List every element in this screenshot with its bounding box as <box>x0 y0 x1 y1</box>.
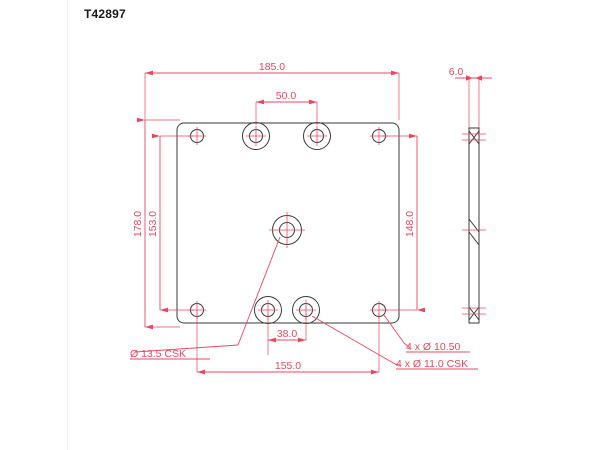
front-view-holes <box>190 122 386 324</box>
dim-label-overall-height: 178.0 <box>132 211 144 237</box>
dimarrow-thickness-right <box>475 75 482 81</box>
leader-lines <box>130 236 478 370</box>
leader-csk-holes <box>311 315 396 365</box>
leader-csk-holes-shelf <box>394 363 401 366</box>
centre-mark-csk-tl <box>246 126 266 146</box>
leader-center-hole-shelf <box>134 344 239 353</box>
dim-label-overall-width: 185.0 <box>259 61 285 73</box>
dim-label-hole-height-left: 153.0 <box>147 211 159 237</box>
dimension-lines <box>137 70 492 375</box>
side-view-centre-marks <box>462 133 486 315</box>
note-center-hole: Ø 13.5 CSK <box>130 348 186 360</box>
side-view-outline <box>468 127 480 324</box>
leader-corner-holes <box>383 314 405 344</box>
leader-corner-holes-shelf <box>403 342 411 349</box>
plate-outline <box>176 122 400 324</box>
side-csk-chamfer-bottom2 <box>468 306 480 321</box>
dim-label-top-hole-spacing: 50.0 <box>276 90 297 102</box>
dim-label-bottom-hole-span: 155.0 <box>275 360 301 372</box>
note-corner-holes: 4 x Ø 10.50 <box>406 341 460 353</box>
dim-label-thickness: 6.0 <box>449 66 464 78</box>
page-title: T42897 <box>84 7 126 21</box>
front-view-geometry <box>176 122 400 324</box>
extension-lines <box>144 73 480 372</box>
centre-mark-csk-tr <box>307 126 327 146</box>
centre-mark-centre <box>269 212 305 248</box>
side-csk-chamfer-top2 <box>468 130 480 145</box>
sheet-border-left <box>67 0 68 450</box>
side-view-geometry <box>468 127 480 324</box>
dim-label-hole-height-right: 148.0 <box>404 211 416 237</box>
dimarrow-thickness-left <box>466 75 473 81</box>
leader-center-hole <box>237 236 281 346</box>
side-csk-chamfer-mid2 <box>468 231 480 246</box>
note-csk-holes: 4 x Ø 11.0 CSK <box>396 358 468 370</box>
dim-label-bottom-hole-spacing: 38.0 <box>277 328 298 340</box>
